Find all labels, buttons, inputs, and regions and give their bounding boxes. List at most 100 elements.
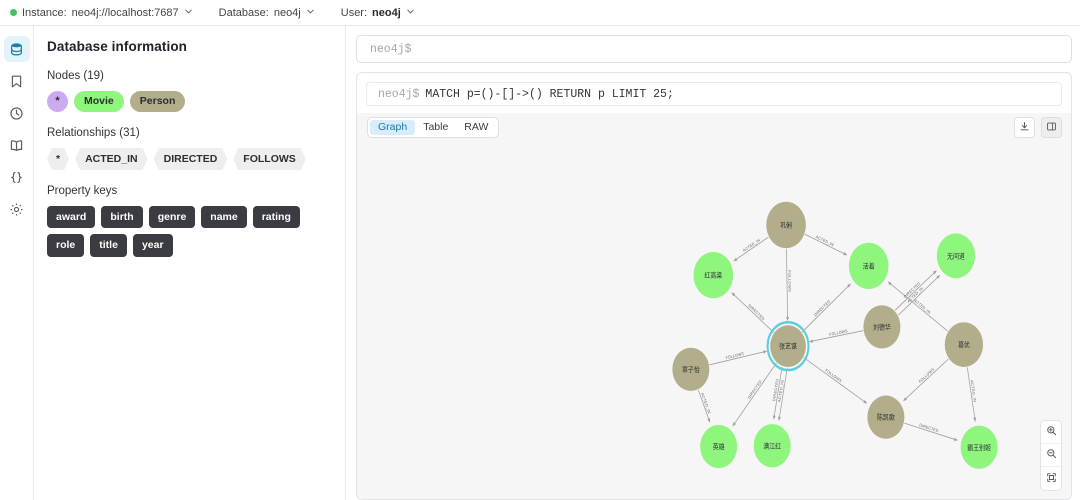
graph-edge[interactable]	[709, 350, 768, 366]
result-view-tabs: Graph Table RAW	[367, 117, 500, 138]
relationship-type-all[interactable]: *	[47, 148, 69, 170]
sidebar-item-favorites[interactable]	[4, 68, 30, 94]
chevron-down-icon[interactable]	[306, 7, 315, 16]
command-placeholder: neo4j$	[370, 42, 412, 56]
graph-node-circle[interactable]	[672, 347, 710, 391]
zoom-in-button[interactable]	[1041, 421, 1061, 444]
graph-edge[interactable]	[809, 330, 864, 343]
graph-edge[interactable]	[894, 270, 937, 311]
relationship-type-directed[interactable]: DIRECTED	[154, 148, 228, 170]
relationship-type-acted-in[interactable]: ACTED_IN	[75, 148, 148, 170]
user-selector[interactable]: User: neo4j	[341, 7, 415, 19]
graph-node-circle[interactable]	[848, 242, 889, 290]
graph-edge[interactable]	[732, 362, 777, 427]
graph-node-circle[interactable]	[936, 233, 976, 279]
node-label-movie[interactable]: Movie	[74, 91, 124, 112]
sidebar-item-settings[interactable]	[4, 196, 30, 222]
graph-edge[interactable]	[772, 366, 783, 420]
chevron-down-icon[interactable]	[184, 7, 193, 16]
graph-node[interactable]: 葛优	[944, 322, 984, 367]
graph-edge[interactable]	[786, 248, 790, 322]
instance-selector[interactable]: Instance: neo4j://localhost:7687	[10, 7, 193, 19]
graph-nodes[interactable]: 巩俐红高粱 活着 无间道刘德华 葛优 张艺谋章子怡陈凯歌英雄满江红 霸王别姬	[672, 201, 998, 469]
download-button[interactable]	[1014, 117, 1035, 138]
property-key-birth[interactable]: birth	[101, 206, 143, 229]
graph-edge[interactable]	[966, 367, 977, 422]
sidebar-item-documents[interactable]	[4, 132, 30, 158]
graph-edge[interactable]	[801, 283, 851, 333]
graph-edge-label: FOLLOWS	[787, 270, 791, 292]
graph-node[interactable]: 张艺谋	[766, 320, 810, 372]
database-selector[interactable]: Database: neo4j	[219, 7, 315, 19]
graph-node-circle[interactable]	[753, 424, 791, 468]
sidebar-item-history[interactable]	[4, 100, 30, 126]
sidebar-item-project-files[interactable]	[4, 164, 30, 190]
tab-raw[interactable]: RAW	[464, 121, 489, 133]
graph-edge-label: DIRECTED	[919, 423, 939, 433]
property-key-rating[interactable]: rating	[252, 206, 300, 229]
property-key-list: award birth genre name rating role title…	[47, 206, 329, 257]
frame-body: Graph Table RAW	[357, 113, 1071, 499]
fit-to-screen-icon	[1046, 470, 1057, 488]
graph-node-circle[interactable]	[766, 201, 806, 249]
graph-edge[interactable]	[887, 281, 948, 332]
property-key-genre[interactable]: genre	[148, 206, 196, 229]
sidebar-item-database[interactable]	[3, 36, 30, 62]
graph-node[interactable]: 陈凯歌	[867, 395, 905, 439]
bookmark-icon	[9, 74, 24, 89]
graph-node[interactable]: 霸王别姬	[960, 425, 998, 469]
graph-edge[interactable]	[898, 275, 941, 316]
graph-edge[interactable]	[804, 233, 848, 256]
graph-node[interactable]: 章子怡	[672, 347, 710, 391]
graph-node[interactable]: 红高粱	[693, 251, 734, 299]
property-key-role[interactable]: role	[47, 234, 85, 257]
graph-edge-label: DIRECTED	[747, 379, 762, 400]
graph-node-circle[interactable]	[867, 395, 905, 439]
graph-node[interactable]: 巩俐	[766, 201, 806, 249]
fit-to-screen-button[interactable]	[1041, 467, 1061, 490]
graph-edge[interactable]	[803, 357, 868, 404]
graph-node-circle[interactable]	[960, 425, 998, 469]
graph-edge-label: DIRECTED	[748, 303, 766, 321]
graph-node[interactable]: 刘德华	[863, 305, 901, 349]
graph-edge-label: DIRECTED	[814, 299, 831, 317]
nodes-heading: Nodes (19)	[47, 70, 104, 82]
graph-node-circle[interactable]	[863, 305, 901, 349]
instance-label: Instance:	[22, 6, 67, 19]
relationship-type-follows[interactable]: FOLLOWS	[233, 148, 306, 170]
graph-edge[interactable]	[697, 389, 711, 423]
graph-node-circle[interactable]	[770, 325, 806, 367]
property-key-year[interactable]: year	[132, 234, 173, 257]
graph-edge[interactable]	[733, 236, 769, 262]
graph-node-circle[interactable]	[700, 424, 738, 469]
graph-node[interactable]: 活着	[848, 242, 889, 290]
property-key-title[interactable]: title	[90, 234, 127, 257]
graph-node[interactable]: 无间道	[936, 233, 976, 279]
tab-table[interactable]: Table	[423, 121, 449, 133]
connection-topbar: Instance: neo4j://localhost:7687 Databas…	[0, 0, 1080, 26]
tab-graph[interactable]: Graph	[370, 120, 416, 135]
zoom-out-button[interactable]	[1041, 444, 1061, 467]
property-key-award[interactable]: award	[47, 206, 96, 229]
history-clock-icon	[9, 106, 24, 121]
property-keys-heading: Property keys	[47, 185, 118, 198]
graph-edge[interactable]	[903, 358, 949, 402]
database-label: Database:	[218, 6, 269, 19]
property-key-name[interactable]: name	[201, 206, 247, 229]
graph-node[interactable]: 满江红	[753, 424, 791, 468]
graph-node-circle[interactable]	[693, 251, 734, 299]
node-label-all[interactable]: *	[47, 91, 68, 112]
graph-edge-label: ACTED_IN	[913, 299, 931, 315]
cypher-command-input[interactable]: neo4j$	[356, 35, 1072, 63]
graph-node[interactable]: 英雄	[700, 424, 738, 469]
node-label-person[interactable]: Person	[129, 91, 186, 112]
frame-query-bar[interactable]: neo4j$ MATCH p=()-[]->() RETURN p LIMIT …	[366, 82, 1062, 106]
chevron-down-icon[interactable]	[406, 7, 415, 16]
toggle-sidepanel-button[interactable]	[1041, 117, 1062, 138]
graph-node-circle[interactable]	[944, 322, 984, 367]
graph-edge[interactable]	[778, 367, 788, 421]
graph-edge[interactable]	[904, 422, 958, 441]
graph-edge[interactable]	[731, 292, 774, 333]
